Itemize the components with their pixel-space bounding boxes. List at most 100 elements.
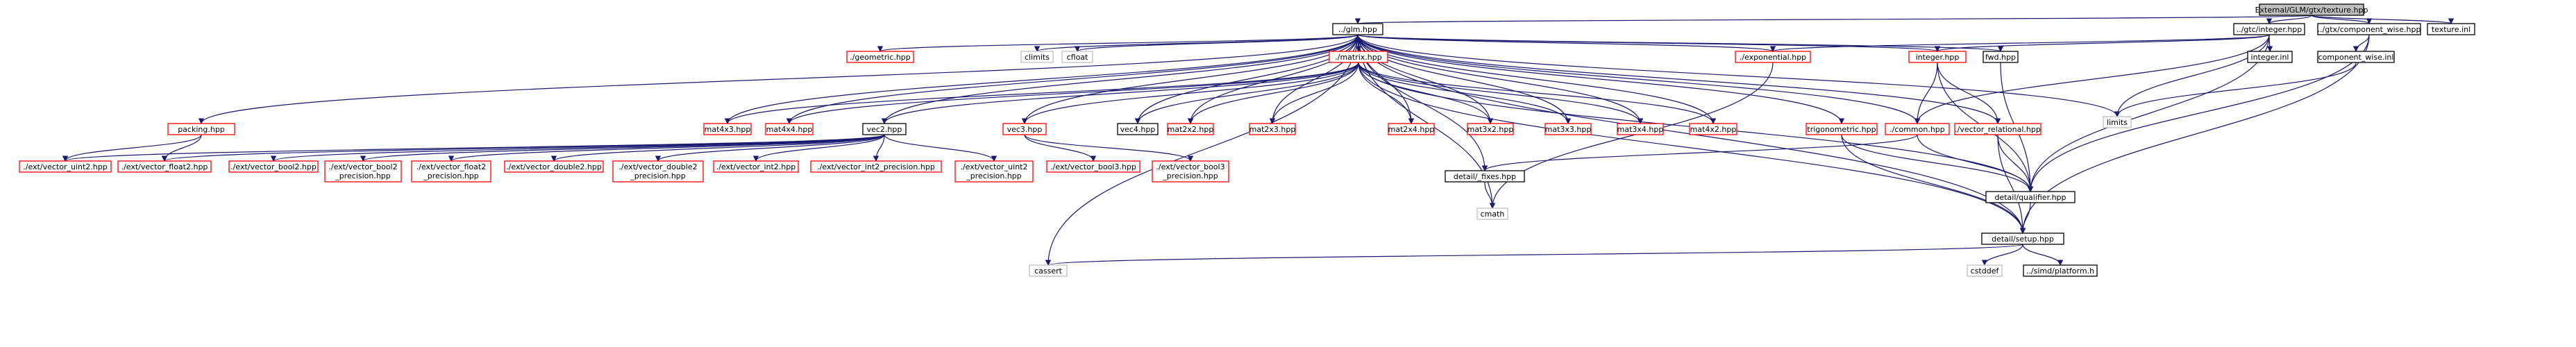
node-label: ./ext/vector_float2 bbox=[416, 162, 486, 171]
node-box bbox=[2259, 3, 2364, 16]
node-cfloat: cfloat bbox=[1061, 51, 1093, 63]
node-label: cmath bbox=[1481, 210, 1505, 219]
node-ext-vector-bool3: ./ext/vector_bool3.hpp bbox=[1046, 160, 1140, 173]
node-glm[interactable]: ../glm.hpp bbox=[1332, 23, 1383, 35]
node-label: ../gtx/component_wise.hpp bbox=[2318, 25, 2421, 34]
edge-glm-to-vector_relational bbox=[1357, 34, 2001, 124]
edge-gtx_cw-to-detail_qualifier bbox=[2027, 34, 2370, 192]
node-label: trigonometric.hpp bbox=[1807, 125, 1876, 134]
node-vec4[interactable]: vec4.hpp bbox=[1117, 123, 1159, 135]
node-exponential: ./exponential.hpp bbox=[1735, 51, 1811, 63]
dependency-edges bbox=[62, 15, 2454, 266]
edge-gtc_integer-to-detail_qualifier bbox=[2027, 34, 2270, 192]
node-root[interactable]: External/GLM/gtx/texture.hpp bbox=[2255, 3, 2368, 16]
node-label: ./common.hpp bbox=[1889, 125, 1945, 134]
node-limits: limits bbox=[2103, 116, 2132, 128]
node-label: ./ext/vector_double2.hpp bbox=[506, 162, 602, 171]
node-detail-fixes[interactable]: detail/_fixes.hpp bbox=[1445, 170, 1525, 183]
node-ext-vector-uint2: ./ext/vector_uint2.hpp bbox=[19, 160, 112, 173]
edge-glm-to-mat4x3 bbox=[724, 34, 1358, 124]
edge-matrix-to-detail_setup bbox=[1358, 62, 2026, 234]
node-box bbox=[1689, 123, 1737, 135]
node-gtc-integer[interactable]: ../gtc/integer.hpp bbox=[2233, 23, 2305, 35]
edge-glm-to-geometric bbox=[877, 34, 1358, 52]
node-box bbox=[2317, 51, 2395, 63]
node-box bbox=[2023, 264, 2098, 277]
node-label: ./ext/vector_int2_precision.hpp bbox=[817, 162, 935, 171]
node-box bbox=[1967, 264, 2003, 277]
node-box bbox=[1117, 123, 1159, 135]
node-label: detail/qualifier.hpp bbox=[1994, 193, 2066, 202]
node-climits: climits bbox=[1020, 51, 1054, 63]
node-fwd[interactable]: fwd.hpp bbox=[1982, 51, 2019, 63]
node-integer-inl[interactable]: integer.inl bbox=[2247, 51, 2293, 63]
edge-matrix-to-mat4x3 bbox=[724, 62, 1359, 124]
node-label: packing.hpp bbox=[178, 125, 225, 134]
node-box bbox=[1002, 123, 1047, 135]
node-box bbox=[1029, 264, 1068, 277]
edge-glm-to-fwd bbox=[1357, 34, 2003, 52]
node-box bbox=[1954, 123, 2042, 135]
node-mat2x4: mat2x4.hpp bbox=[1388, 123, 1435, 135]
node-box bbox=[411, 160, 491, 183]
node-ext-vector-double2: ./ext/vector_double2.hpp bbox=[504, 160, 604, 173]
node-box bbox=[1885, 123, 1950, 135]
edge-detail_fixes-to-cmath bbox=[1484, 181, 1496, 209]
node-box bbox=[2317, 23, 2421, 35]
node-component-wise-inl[interactable]: component_wise.inl bbox=[2317, 51, 2395, 63]
edge-glm-to-mat4x4 bbox=[786, 34, 1358, 124]
node-label: cfloat bbox=[1067, 53, 1088, 62]
node-detail-qualifier[interactable]: detail/qualifier.hpp bbox=[1985, 191, 2076, 203]
node-box bbox=[1329, 51, 1388, 63]
node-gtx-component-wise[interactable]: ../gtx/component_wise.hpp bbox=[2317, 23, 2421, 35]
edge-glm-to-mat3x2 bbox=[1357, 34, 1494, 124]
edge-glm-to-mat3x4 bbox=[1357, 34, 1644, 124]
edge-matrix-to-vec4 bbox=[1134, 62, 1359, 124]
node-box bbox=[324, 160, 402, 183]
edge-packing-to-ext_vector_uint2 bbox=[62, 134, 202, 162]
node-label: ./exponential.hpp bbox=[1740, 53, 1806, 62]
node-box bbox=[765, 123, 814, 135]
node-box bbox=[1020, 51, 1054, 63]
node-cassert: cassert bbox=[1029, 264, 1068, 277]
node-label: ./ext/vector_double2 bbox=[618, 162, 697, 171]
edge-vec2-to-ext_vector_int2 bbox=[752, 134, 885, 162]
edge-glm-to-common bbox=[1357, 34, 1921, 124]
node-box bbox=[713, 160, 799, 173]
node-box bbox=[1249, 123, 1296, 135]
node-box bbox=[810, 160, 942, 173]
node-ext-vector-bool2: ./ext/vector_bool2.hpp bbox=[228, 160, 319, 173]
edge-glm-to-vec4 bbox=[1134, 34, 1358, 124]
edge-vec3-to-ext_vector_bool3_prec bbox=[1024, 134, 1194, 162]
node-ext-vector-float2-precision: ./ext/vector_float2_precision.hpp bbox=[411, 160, 491, 183]
node-detail-setup[interactable]: detail/setup.hpp bbox=[1981, 232, 2064, 245]
node-box bbox=[846, 51, 914, 63]
edge-detail_setup-to-cstddef bbox=[1981, 244, 2023, 266]
edge-glm-to-cassert bbox=[1045, 34, 1358, 266]
node-box bbox=[703, 123, 752, 135]
node-vec2[interactable]: vec2.hpp bbox=[862, 123, 907, 135]
edge-vec3-to-ext_vector_bool3 bbox=[1024, 134, 1097, 162]
node-mat3x4: mat3x4.hpp bbox=[1617, 123, 1664, 135]
edge-trigonometric-to-detail_qualifier bbox=[1841, 134, 2034, 192]
node-mat4x4: mat4x4.hpp bbox=[765, 123, 814, 135]
node-box bbox=[19, 160, 112, 173]
node-label: component_wise.inl bbox=[2318, 53, 2394, 62]
node-integer: integer.hpp bbox=[1908, 51, 1967, 63]
node-label: ./ext/vector_int2.hpp bbox=[716, 162, 795, 171]
edge-glm-to-limits bbox=[1357, 34, 2121, 117]
node-common: ./common.hpp bbox=[1885, 123, 1950, 135]
node-texture-inl[interactable]: texture.inl bbox=[2427, 23, 2475, 35]
edge-matrix-to-mat2x3 bbox=[1269, 62, 1359, 124]
node-ext-vector-int2-precision: ./ext/vector_int2_precision.hpp bbox=[810, 160, 942, 173]
edge-glm-to-cfloat bbox=[1075, 34, 1358, 52]
node-ext-vector-int2: ./ext/vector_int2.hpp bbox=[713, 160, 799, 173]
node-box bbox=[862, 123, 907, 135]
node-ext-vector-double2-precision: ./ext/vector_double2_precision.hpp bbox=[612, 160, 704, 183]
edge-vec2-to-ext_vector_float2_prec bbox=[448, 134, 885, 162]
node-simd-platform[interactable]: ../simd/platform.h bbox=[2023, 264, 2098, 277]
node-label: texture.inl bbox=[2432, 25, 2470, 34]
edge-root-to-gtx_cw bbox=[2311, 15, 2373, 24]
edge-vec2-to-ext_vector_uint2_prec bbox=[884, 134, 997, 162]
node-label: mat2x2.hpp bbox=[1168, 125, 1214, 134]
